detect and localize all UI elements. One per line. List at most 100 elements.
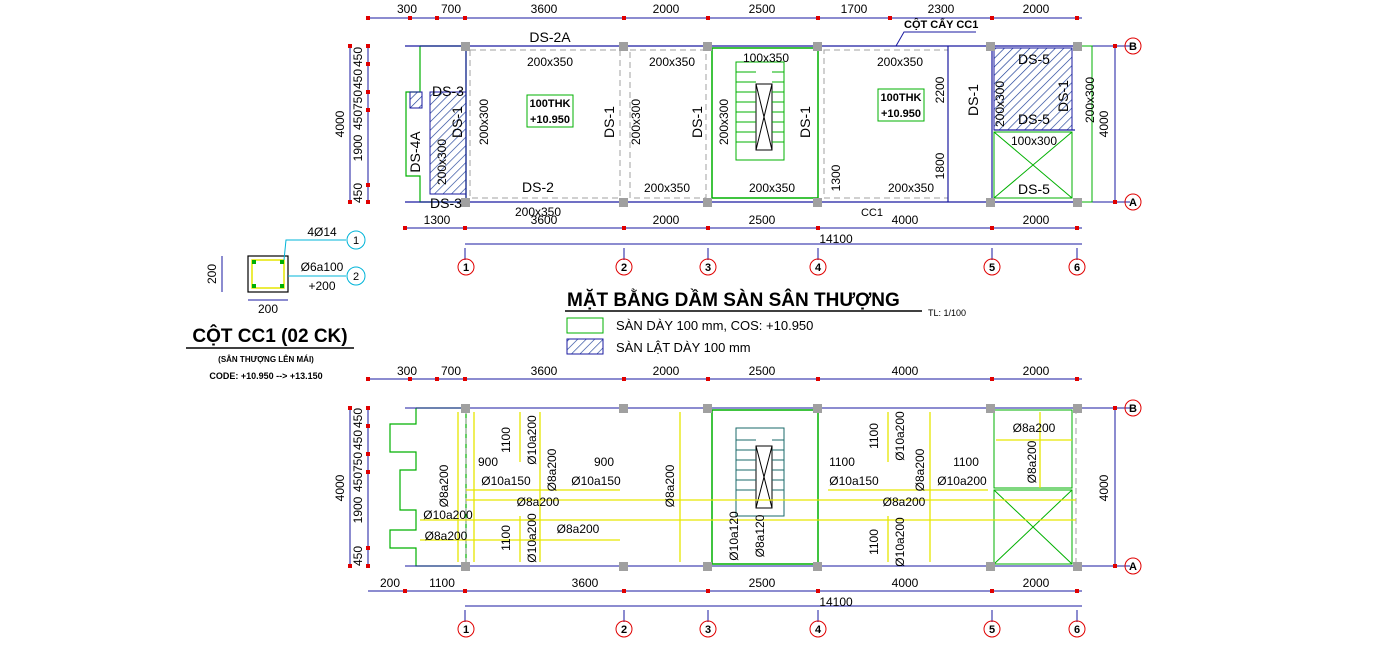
- rebar-label: Ø8a200: [663, 464, 677, 507]
- beam-ds5-bottom: DS-5: [1018, 181, 1050, 197]
- dim-right-total: 4000: [1097, 474, 1111, 501]
- dim-right-total: 4000: [1097, 110, 1111, 137]
- beam-ds5-top: DS-5: [1018, 51, 1050, 67]
- rebar-1100: 1100: [499, 427, 513, 453]
- dim-left-1: 450: [351, 408, 365, 428]
- stair-flight: [735, 427, 785, 517]
- callout1-leader: [283, 239, 346, 261]
- grid-axis-3: 3: [705, 624, 711, 636]
- void-opening: [993, 489, 1073, 565]
- drawing-title: MẶT BẰNG DẦM SÀN SÂN THƯỢNG: [567, 289, 900, 311]
- dim-left-1: 450: [351, 47, 365, 67]
- stair-well: [755, 445, 773, 509]
- beam-ds1: DS-1: [965, 84, 981, 116]
- dim-bottom-2: 1100: [429, 576, 455, 590]
- bottom-plan-ticks: [348, 377, 1117, 593]
- rebar-label: Ø10a200: [893, 411, 907, 461]
- legend-label-1: SÀN DÀY 100 mm, COS: +10.950: [616, 318, 813, 333]
- row-axis-a: A: [1129, 197, 1137, 209]
- beam-size: 200x300: [477, 99, 491, 145]
- rebar-label: Ø8a120: [753, 514, 767, 557]
- rebar-label: Ø8a200: [545, 448, 559, 491]
- dim-left-total: 4000: [333, 110, 347, 137]
- top-plan-dim-lines: [349, 17, 1130, 260]
- grid-axis-2: 2: [621, 624, 627, 636]
- slab-tag-box: [526, 94, 574, 128]
- dim-bottom-2: 3600: [531, 213, 558, 227]
- dim-bottom-4: 2500: [749, 576, 776, 590]
- top-plan: 100THK +10.950 100THK +10.950 300 700 36…: [333, 2, 1130, 260]
- callout1-bubble: [346, 230, 366, 250]
- column-stirrup: [251, 259, 285, 289]
- dim-top-6: 1700: [841, 2, 868, 16]
- callout1-no: 1: [353, 235, 359, 247]
- dim-bottom-5: 4000: [892, 576, 919, 590]
- dim-overall: 14100: [819, 232, 853, 246]
- dim-bottom-4: 2500: [749, 213, 776, 227]
- column-dim-h: 200: [258, 302, 278, 316]
- rebar-label: Ø10a200: [423, 508, 473, 522]
- dim-left-4: 450: [351, 472, 365, 492]
- column-detail: 1 4Ø14 2 Ø6a100 +200 200 200 CỘT CC1 (02…: [186, 225, 366, 381]
- column-note: CỘT CẤY CC1: [904, 18, 978, 31]
- callout2-no: 2: [353, 271, 359, 283]
- grid-axis-2: 2: [621, 262, 627, 274]
- dim-bottom-5: 4000: [892, 213, 919, 227]
- rebar-900: 900: [594, 455, 614, 469]
- column-note-leader: [895, 31, 976, 47]
- beam-size: 200x300: [717, 99, 731, 145]
- beam-ds1: DS-1: [449, 106, 465, 138]
- dim-top-8: 2000: [1023, 2, 1050, 16]
- cc1-mark: CC1: [861, 207, 883, 219]
- dim-left-2: 450: [351, 69, 365, 89]
- column-code: CODE: +10.950 --> +13.150: [209, 371, 322, 381]
- rebar-label: Ø10a200: [525, 415, 539, 465]
- dim-1800: 1800: [933, 152, 947, 179]
- scale-note: TL: 1/100: [928, 308, 966, 318]
- beam-size: 200x350: [515, 205, 561, 219]
- beam-size: 200x350: [877, 55, 923, 69]
- row-axis-b: B: [1129, 403, 1137, 415]
- beam-ds1: DS-1: [601, 106, 617, 138]
- dim-left-5: 1900: [351, 496, 365, 523]
- rebar-label: Ø8a200: [1025, 440, 1039, 483]
- columns: [461, 404, 1082, 571]
- slab-tag-box: [877, 88, 925, 122]
- dim-top-1: 300: [397, 2, 417, 16]
- stair-well-cross: [755, 83, 773, 151]
- slab-tag-1-level: +10.950: [530, 114, 570, 126]
- top-plan-ticks: [348, 16, 1117, 230]
- dim-left-6: 450: [351, 546, 365, 566]
- rebar-label: Ø10a200: [525, 513, 539, 563]
- slab-panel: [823, 49, 949, 199]
- stair-opening: [711, 47, 819, 199]
- grid-axes-bottom: 1 2 3 4 5 6 B A: [457, 399, 1142, 638]
- callout2-text-b: +200: [308, 279, 335, 293]
- dim-overall: 14100: [819, 595, 853, 609]
- beam-ds4a: DS-4A: [407, 131, 423, 173]
- slab-tag-2-level: +10.950: [881, 108, 921, 120]
- title-block: MẶT BẰNG DẦM SÀN SÂN THƯỢNG TL: 1/100 SÀ…: [565, 289, 966, 355]
- row-axis-a: A: [1129, 561, 1137, 573]
- cantilever-slab-left-small: [409, 91, 423, 109]
- column-dim-v: 200: [205, 264, 219, 284]
- column-subtitle: (SÂN THƯỢNG LÊN MÁI): [218, 355, 314, 364]
- rebar-label: Ø10a120: [727, 511, 741, 561]
- dim-top-2: 700: [441, 2, 461, 16]
- rebar-1100: 1100: [953, 455, 979, 469]
- callout1-text: 4Ø14: [307, 225, 337, 239]
- callout2-bubble: [346, 266, 366, 286]
- rebar-label: Ø10a150: [571, 474, 621, 488]
- dim-top-7: 2300: [928, 2, 955, 16]
- dim-bottom-3: 3600: [572, 576, 599, 590]
- dim-top-6: 4000: [892, 364, 919, 378]
- rebar-label: Ø10a200: [937, 474, 987, 488]
- dim-bottom-1: 1300: [424, 213, 451, 227]
- dim-left-6: 450: [351, 183, 365, 203]
- stair-well: [755, 83, 773, 151]
- grid-axis-6: 6: [1074, 624, 1080, 636]
- beam-ds3-bottom: DS-3: [430, 195, 462, 211]
- beam-size: 200x300: [993, 81, 1007, 127]
- dim-left-3: 750: [351, 90, 365, 110]
- rebar-900: 900: [478, 455, 498, 469]
